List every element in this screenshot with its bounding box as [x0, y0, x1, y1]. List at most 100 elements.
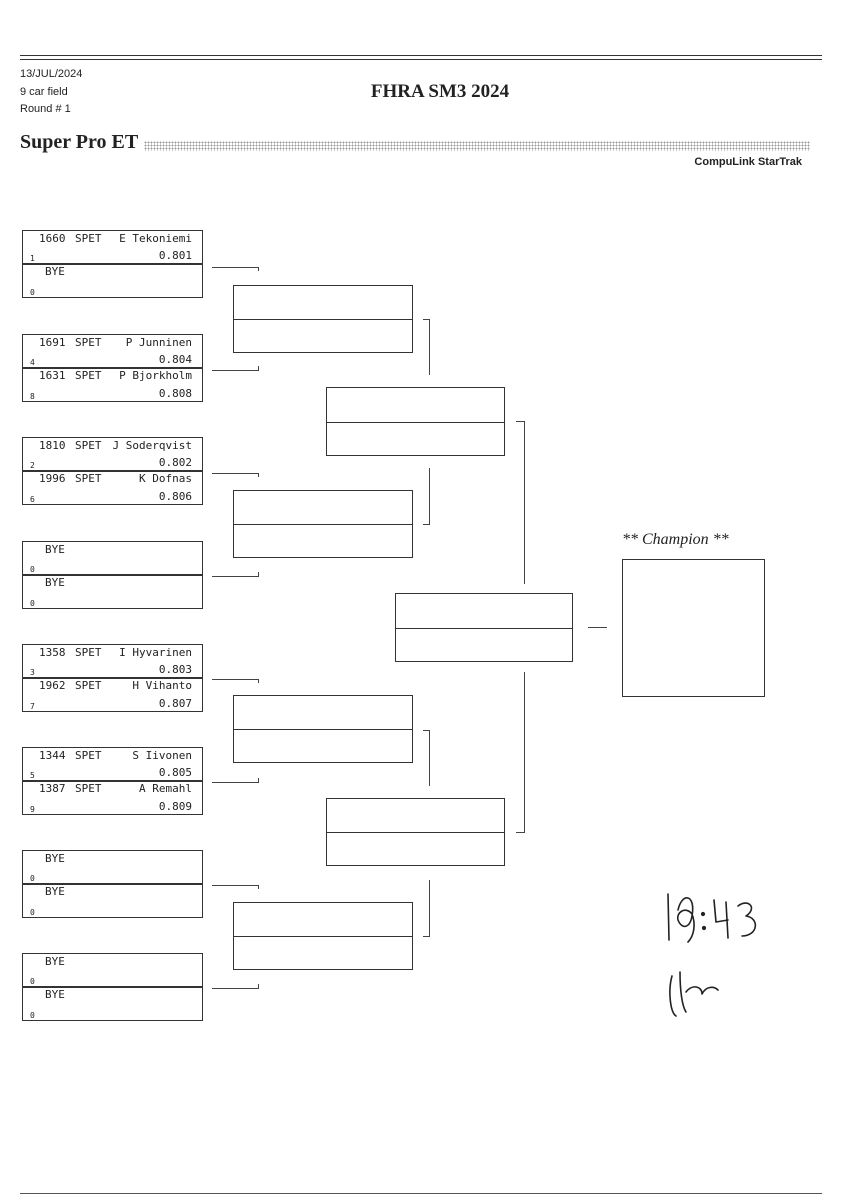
reaction-time: 0.802: [158, 456, 192, 469]
driver-name: H Vihanto: [132, 679, 192, 692]
champion-label: ** Champion **: [622, 531, 729, 548]
car-number: 1358: [39, 646, 66, 659]
bottom-rule: [20, 1193, 822, 1194]
slot-separator: [22, 987, 202, 988]
bye-slot: BYE 0: [22, 850, 203, 884]
car-class: SPET: [75, 646, 102, 659]
bye-label: BYE: [45, 955, 65, 968]
driver-name: P Bjorkholm: [119, 369, 192, 382]
bye-slot: BYE 0: [22, 987, 203, 1021]
car-number: 1387: [39, 782, 66, 795]
seed-number: 8: [30, 392, 35, 401]
racer-slot: 1631 SPET P Bjorkholm 0.808 8: [22, 368, 203, 402]
car-number: 1810: [39, 439, 66, 452]
seed-number: 0: [30, 565, 35, 574]
round-number: Round # 1: [20, 103, 71, 115]
reaction-time: 0.807: [158, 697, 192, 710]
reaction-time: 0.808: [158, 387, 192, 400]
driver-name: K Dofnas: [139, 472, 192, 485]
round-two-box: [233, 285, 413, 353]
car-class: SPET: [75, 336, 102, 349]
semifinal-box: [326, 798, 505, 866]
class-title: Super Pro ET: [20, 131, 139, 153]
brand-label: CompuLink StarTrak: [694, 156, 802, 168]
slot-separator: [22, 368, 202, 369]
slot-separator: [22, 264, 202, 265]
dotted-bar: [144, 141, 810, 151]
bye-label: BYE: [45, 852, 65, 865]
champion-box: [622, 559, 765, 697]
round-two-box: [233, 490, 413, 558]
seed-number: 0: [30, 1011, 35, 1020]
reaction-time: 0.805: [158, 766, 192, 779]
slot-separator: [22, 781, 202, 782]
seed-number: 1: [30, 254, 35, 263]
car-class: SPET: [75, 439, 102, 452]
reaction-time: 0.806: [158, 490, 192, 503]
bye-label: BYE: [45, 988, 65, 1001]
reaction-time: 0.803: [158, 663, 192, 676]
slot-separator: [22, 575, 202, 576]
car-field: 9 car field: [20, 86, 68, 98]
driver-name: S Iivonen: [132, 749, 192, 762]
car-class: SPET: [75, 472, 102, 485]
seed-number: 0: [30, 288, 35, 297]
car-class: SPET: [75, 679, 102, 692]
seed-number: 3: [30, 668, 35, 677]
semifinal-box: [326, 387, 505, 456]
car-number: 1691: [39, 336, 66, 349]
slot-separator: [22, 471, 202, 472]
seed-number: 0: [30, 908, 35, 917]
top-rule-2: [20, 59, 822, 60]
bye-label: BYE: [45, 543, 65, 556]
driver-name: A Remahl: [139, 782, 192, 795]
bye-label: BYE: [45, 576, 65, 589]
bye-slot: BYE 0: [22, 953, 203, 987]
seed-number: 4: [30, 358, 35, 367]
bye-slot: BYE 0: [22, 884, 203, 918]
car-class: SPET: [75, 782, 102, 795]
racer-slot: 1962 SPET H Vihanto 0.807 7: [22, 678, 203, 712]
seed-number: 0: [30, 977, 35, 986]
bye-label: BYE: [45, 885, 65, 898]
seed-number: 6: [30, 495, 35, 504]
top-rule: [20, 55, 822, 56]
car-number: 1996: [39, 472, 66, 485]
car-number: 1344: [39, 749, 66, 762]
car-number: 1660: [39, 232, 66, 245]
racer-slot: 1810 SPET J Soderqvist 0.802 2: [22, 437, 203, 471]
driver-name: J Soderqvist: [112, 439, 192, 452]
car-class: SPET: [75, 232, 102, 245]
event-title: FHRA SM3 2024: [370, 81, 510, 102]
car-number: 1962: [39, 679, 66, 692]
racer-slot: 1691 SPET P Junninen 0.804 4: [22, 334, 203, 368]
seed-number: 0: [30, 874, 35, 883]
seed-number: 7: [30, 702, 35, 711]
driver-name: I Hyvarinen: [119, 646, 192, 659]
car-class: SPET: [75, 369, 102, 382]
bye-slot: BYE 0: [22, 575, 203, 609]
event-date: 13/JUL/2024: [20, 68, 83, 80]
seed-number: 2: [30, 461, 35, 470]
seed-number: 5: [30, 771, 35, 780]
seed-number: 0: [30, 599, 35, 608]
racer-slot: 1996 SPET K Dofnas 0.806 6: [22, 471, 203, 505]
round-two-box: [233, 695, 413, 763]
reaction-time: 0.809: [158, 800, 192, 813]
car-number: 1631: [39, 369, 66, 382]
racer-slot: 1358 SPET I Hyvarinen 0.803 3: [22, 644, 203, 678]
slot-separator: [22, 884, 202, 885]
racer-slot: 1660 SPET E Tekoniemi 0.801 1: [22, 230, 203, 264]
car-class: SPET: [75, 749, 102, 762]
driver-name: E Tekoniemi: [119, 232, 192, 245]
reaction-time: 0.804: [158, 353, 192, 366]
handwritten-notes: [667, 893, 757, 1017]
reaction-time: 0.801: [158, 249, 192, 262]
bye-slot: BYE 0: [22, 541, 203, 575]
driver-name: P Junninen: [125, 336, 192, 349]
round-two-box: [233, 902, 413, 970]
final-box: [395, 593, 573, 662]
racer-slot: 1344 SPET S Iivonen 0.805 5: [22, 747, 203, 781]
